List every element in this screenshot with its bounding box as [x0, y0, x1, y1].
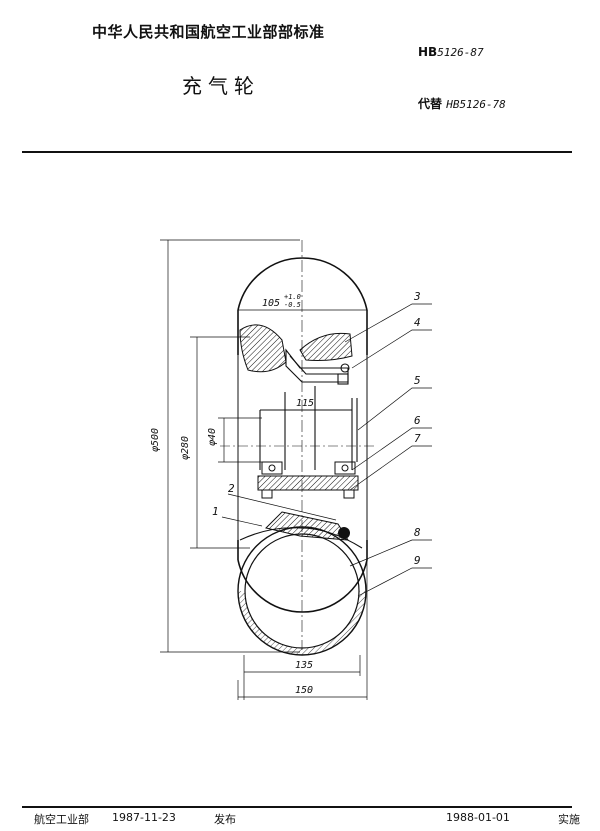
callout-3: 3 — [414, 290, 421, 303]
dim-rim-width: 135 — [295, 660, 314, 671]
standard-code: 5126-87 — [437, 46, 484, 59]
rim-lower — [239, 527, 363, 549]
footer-issue-date: 1987-11-23 — [112, 811, 176, 824]
dim-bore-diameter: φ40 — [207, 427, 218, 446]
callout-8: 8 — [414, 526, 421, 539]
footer-rule — [22, 806, 572, 808]
replaces-code: HB5126-78 — [446, 98, 506, 111]
rim-flange — [285, 348, 350, 385]
wheel-web — [265, 511, 349, 541]
dim-hub-width: 115 — [296, 398, 315, 409]
footer-effective-date: 1988-01-01 — [446, 811, 510, 824]
leader-lines — [221, 303, 432, 597]
tire-bead-right — [299, 332, 353, 361]
replaces-standard: 代替 HB5126-78 — [418, 95, 506, 112]
dim-tolerance: +1.0-0.5 — [284, 293, 301, 309]
dim-overall-width: 150 — [295, 685, 314, 696]
issuing-organization: 中华人民共和国航空工业部部标准 — [92, 23, 325, 41]
tolerance-lower: -0.5 — [284, 301, 301, 309]
callout-6: 6 — [414, 414, 421, 427]
tire-bead-upper — [239, 324, 287, 373]
footer-issuer: 航空工业部 — [34, 813, 89, 826]
callout-2: 2 — [228, 482, 235, 495]
dim-tire-width: 105 — [262, 298, 281, 309]
replaces-label: 代替 — [418, 97, 443, 111]
bearing-assembly — [257, 461, 359, 499]
tolerance-upper: +1.0 — [284, 293, 301, 301]
dimension-lines — [160, 239, 368, 700]
dim-outer-diameter: φ500 — [150, 427, 161, 452]
valve-stem — [338, 527, 350, 539]
standard-number: HB5126-87 — [418, 45, 484, 59]
dim-rim-diameter: φ280 — [180, 435, 191, 460]
document-title: 充气轮 — [182, 74, 260, 98]
footer-issue-label: 发布 — [214, 813, 236, 826]
callout-4: 4 — [414, 316, 421, 329]
callout-9: 9 — [414, 554, 421, 567]
standard-prefix: HB — [418, 45, 438, 59]
footer-effective-label: 实施 — [558, 813, 580, 826]
callout-1: 1 — [212, 505, 219, 518]
callout-5: 5 — [414, 374, 421, 387]
callout-7: 7 — [414, 432, 421, 445]
tire-outline — [237, 257, 368, 613]
header-rule — [22, 151, 572, 153]
